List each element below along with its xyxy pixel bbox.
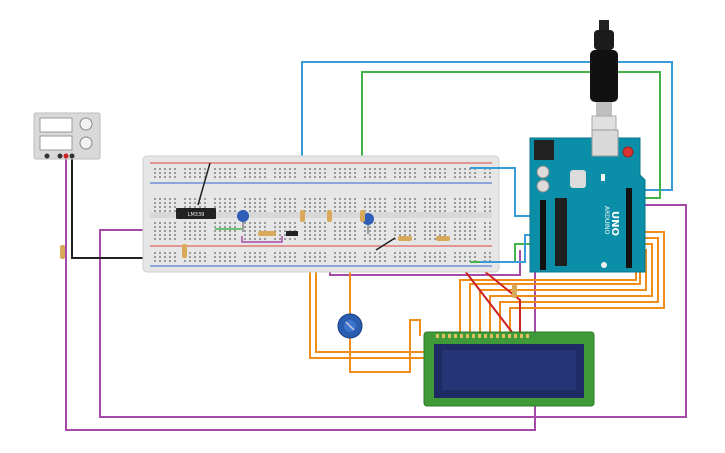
wire-green-top[interactable] — [361, 71, 661, 212]
power-supply-icon[interactable] — [33, 112, 101, 160]
reset-button-icon[interactable] — [622, 146, 634, 158]
potentiometer-icon[interactable] — [337, 313, 363, 339]
wire-blue-mid2[interactable] — [480, 234, 530, 263]
resistors[interactable] — [60, 210, 517, 298]
wire-purple-short[interactable] — [241, 236, 283, 243]
chip-label: LM339 — [188, 212, 205, 218]
diode[interactable] — [286, 231, 298, 236]
usb-cable-icon[interactable] — [590, 20, 618, 139]
wire-black-jumper[interactable] — [197, 162, 211, 206]
arduino-uno-board[interactable]: ARDUINO UNO — [529, 129, 646, 273]
lcd-display[interactable] — [423, 331, 595, 407]
arduino-brand-label: ARDUINO — [603, 206, 610, 235]
lm339-chip[interactable]: LM339 — [176, 208, 216, 219]
wire-blue-mid[interactable] — [470, 167, 530, 217]
capacitor-1[interactable] — [237, 210, 249, 232]
wire-black-supply[interactable] — [71, 156, 160, 259]
breadboard[interactable] — [142, 155, 500, 273]
wire-black-short[interactable] — [375, 237, 396, 251]
arduino-model-label: UNO — [609, 211, 620, 236]
